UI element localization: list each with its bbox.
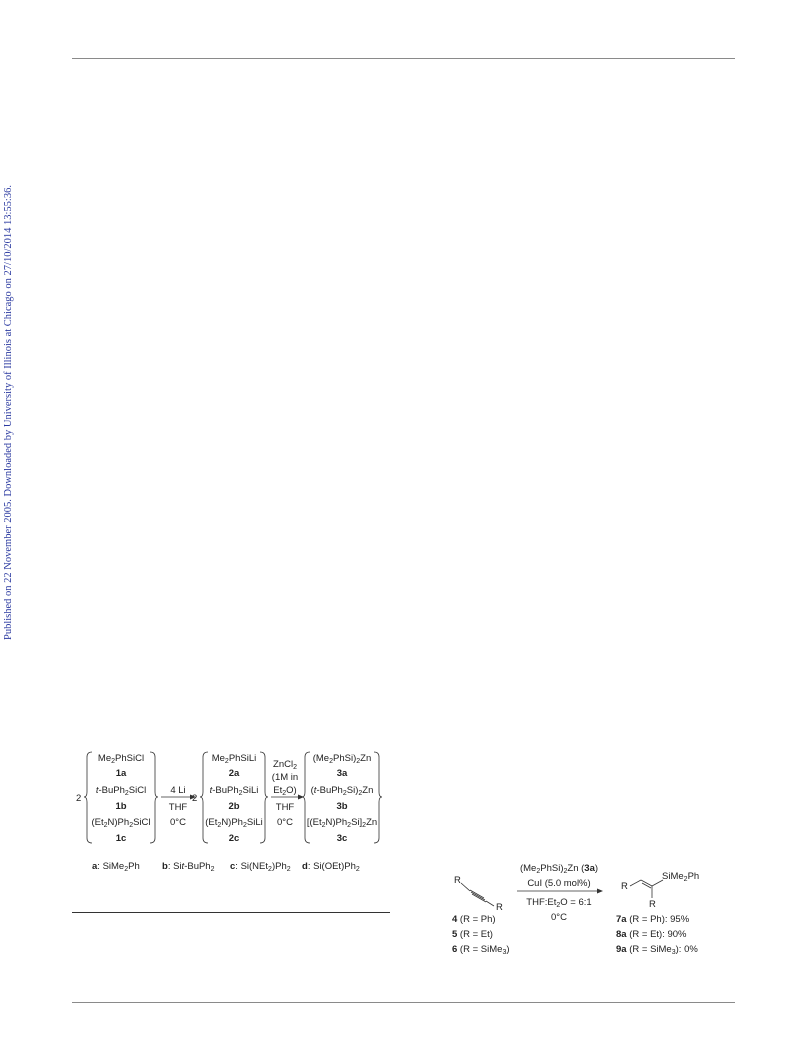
col3-formula-c: [(Et2N)Ph2Si]2Zn — [306, 817, 378, 829]
stoich-coefficient-mid: 2 — [192, 793, 198, 804]
product-double-bond-a — [640, 879, 653, 887]
step2-reagent: ZnCl2 — [273, 759, 297, 771]
substrate-r-right: R — [496, 902, 503, 913]
col1-label-a: 1a — [115, 768, 127, 779]
scheme2-catalyst: CuI (5.0 mol%) — [527, 878, 591, 889]
step2-solvent-ether: Et2O) — [273, 785, 297, 797]
col2-formula-c: (Et2N)Ph2SiLi — [205, 817, 263, 829]
alkyne-bond-b — [470, 891, 486, 901]
product-9a: 9a (R = SiMe3): 0% — [616, 944, 698, 956]
legend-b: b: Sit-BuPh2 — [162, 861, 215, 873]
alkyne-bond-a — [469, 889, 485, 899]
scheme2-solvent: THF:Et2O = 6:1 — [526, 897, 592, 909]
col1-right-brace — [149, 751, 159, 844]
substrate-6: 6 (R = SiMe3) — [452, 944, 510, 956]
step2-solvent: THF — [275, 802, 295, 813]
product-r-left: R — [621, 881, 628, 892]
col3-formula-b: (t-BuPh2Si)2Zn — [310, 785, 374, 797]
col1-formula-a: Me2PhSiCl — [97, 753, 145, 765]
col2-formula-a: Me2PhSiLi — [211, 753, 257, 765]
substrate-4: 4 (R = Ph) — [452, 914, 496, 925]
product-r-bottom: R — [649, 899, 656, 910]
substrate-bond-left — [460, 882, 471, 892]
product-bond-si — [651, 879, 664, 887]
product-double-bond-b — [641, 882, 652, 889]
col3-formula-a: (Me2PhSi)2Zn — [312, 753, 372, 765]
product-silyl-group: SiMe2Ph — [662, 871, 700, 883]
footer-rule — [72, 1002, 735, 1003]
col1-formula-c: (Et2N)Ph2SiCl — [91, 817, 151, 829]
step1-solvent: THF — [168, 802, 188, 813]
stoich-coefficient-left: 2 — [76, 793, 82, 804]
col2-right-brace — [259, 751, 269, 844]
legend-a: a: SiMe2Ph — [92, 861, 140, 873]
col2-label-a: 2a — [228, 768, 240, 779]
scheme2-reagent: (Me2PhSi)2Zn (3a) — [519, 863, 599, 875]
scheme2-arrowhead — [597, 888, 603, 894]
step2-concentration: (1M in — [271, 772, 299, 783]
col1-label-c: 1c — [115, 833, 127, 844]
col2-label-b: 2b — [228, 801, 240, 812]
col1-label-b: 1b — [115, 801, 127, 812]
step1-temp: 0°C — [170, 817, 186, 828]
substrate-r-left: R — [454, 875, 461, 886]
step2-arrowhead — [298, 794, 304, 800]
col2-label-c: 2c — [228, 833, 240, 844]
col1-left-brace — [83, 751, 93, 844]
step1-arrowhead — [190, 794, 196, 800]
product-bond-r — [629, 879, 642, 887]
scheme2-temp: 0°C — [551, 912, 567, 923]
col2-formula-b: t-BuPh2SiLi — [209, 785, 259, 797]
scheme-separator-rule — [72, 912, 390, 913]
col1-formula-b: t-BuPh2SiCl — [95, 785, 147, 797]
substrate-bond-right — [485, 900, 495, 907]
step2-temp: 0°C — [277, 817, 293, 828]
col3-right-brace — [373, 751, 383, 844]
col3-label-b: 3b — [336, 801, 348, 812]
step1-reagent: 4 Li — [170, 785, 186, 796]
header-rule — [72, 58, 735, 59]
product-7a: 7a (R = Ph): 95% — [616, 914, 690, 925]
substrate-5: 5 (R = Et) — [452, 929, 493, 940]
col2-left-brace — [199, 751, 209, 844]
legend-c: c: Si(NEt2)Ph2 — [230, 861, 291, 873]
alkyne-bond-c — [471, 893, 487, 903]
col3-label-a: 3a — [336, 768, 348, 779]
product-8a: 8a (R = Et): 90% — [616, 929, 687, 940]
legend-d: d: Si(OEt)Ph2 — [302, 861, 360, 873]
col3-label-c: 3c — [336, 833, 348, 844]
